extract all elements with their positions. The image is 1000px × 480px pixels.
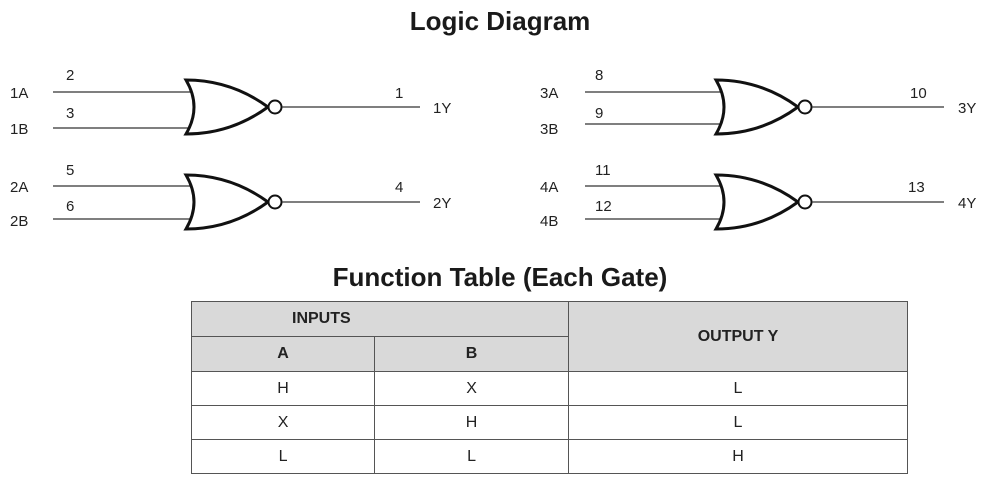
pin-12: 12 xyxy=(595,198,612,215)
nor-gate-4: 4A 4B 11 12 13 4Y xyxy=(540,162,976,231)
col-b-header: B xyxy=(374,336,569,372)
table-row: L L H xyxy=(190,439,908,474)
table-subheader-row: A B xyxy=(190,336,908,372)
nor-gate-3: 3A 3B 8 9 10 3Y xyxy=(540,67,976,138)
pin-4: 4 xyxy=(395,179,403,196)
label-2b: 2B xyxy=(10,213,28,230)
cell-y: L xyxy=(568,405,908,440)
cell-b: X xyxy=(374,371,569,406)
pin-6: 6 xyxy=(66,198,74,215)
pin-2: 2 xyxy=(66,67,74,84)
function-table: INPUTS OUTPUT Y A B H X L X H L L L H xyxy=(190,301,908,474)
table-header-row: INPUTS OUTPUT Y xyxy=(191,301,908,372)
cell-a: L xyxy=(190,439,376,474)
inputs-header: INPUTS xyxy=(191,301,569,337)
diagram-title: Logic Diagram xyxy=(409,6,591,36)
nor-gate-2: 2A 2B 5 6 4 2Y xyxy=(10,162,451,231)
cell-y: L xyxy=(568,371,908,406)
label-2a: 2A xyxy=(10,179,28,196)
label-3y: 3Y xyxy=(958,100,976,117)
pin-3: 3 xyxy=(66,105,74,122)
pin-13: 13 xyxy=(908,179,925,196)
cell-a: X xyxy=(190,405,376,440)
output-header: OUTPUT Y xyxy=(568,301,908,372)
pin-11: 11 xyxy=(595,162,611,179)
nor-gate-symbol-4 xyxy=(714,173,813,231)
label-3b: 3B xyxy=(540,121,558,138)
cell-b: H xyxy=(374,405,569,440)
function-table-title: Function Table (Each Gate) xyxy=(332,262,668,292)
label-3a: 3A xyxy=(540,85,558,102)
logic-diagram: 1A 1B 2 3 1 1Y 2A 2B 5 6 4 2Y 3A 3B 8 9 … xyxy=(10,67,976,231)
table-row: H X L xyxy=(190,371,908,406)
label-2y: 2Y xyxy=(433,195,451,212)
pin-5: 5 xyxy=(66,162,74,179)
label-4b: 4B xyxy=(540,213,558,230)
nor-gate-symbol-3 xyxy=(714,78,813,136)
nor-gate-symbol-2 xyxy=(184,173,283,231)
label-1y: 1Y xyxy=(433,100,451,117)
pin-8: 8 xyxy=(595,67,603,84)
table-row: X H L xyxy=(190,405,908,440)
label-1a: 1A xyxy=(10,85,28,102)
pin-10: 10 xyxy=(910,85,927,102)
pin-1: 1 xyxy=(395,85,403,102)
pin-9: 9 xyxy=(595,105,603,122)
cell-b: L xyxy=(374,439,569,474)
nor-gate-symbol-1 xyxy=(184,78,283,136)
cell-y: H xyxy=(568,439,908,474)
nor-gate-1: 1A 1B 2 3 1 1Y xyxy=(10,67,451,138)
label-4a: 4A xyxy=(540,179,558,196)
label-4y: 4Y xyxy=(958,195,976,212)
label-1b: 1B xyxy=(10,121,28,138)
cell-a: H xyxy=(190,371,376,406)
col-a-header: A xyxy=(190,336,376,372)
